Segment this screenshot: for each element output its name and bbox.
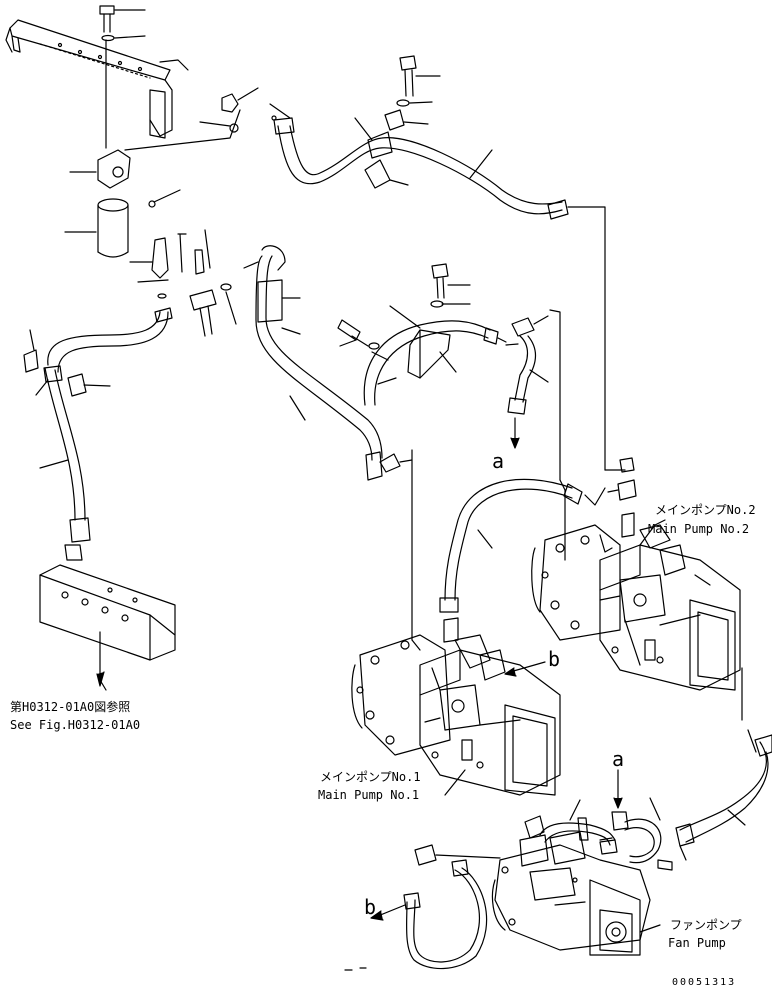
main-pump-1 (352, 635, 560, 795)
hose-left (36, 308, 172, 542)
arrow-a-bottom (614, 770, 622, 808)
drawing-code: 00051313 (672, 977, 737, 988)
connector-b-left: b (364, 895, 377, 919)
fitting (380, 450, 412, 640)
fitting (444, 618, 458, 642)
arrow-b-left (371, 905, 405, 920)
fan-pump-label-en: Fan Pump (668, 936, 726, 950)
bolt (432, 264, 470, 298)
fan-pump (492, 818, 650, 955)
hose-lower-right (676, 730, 772, 860)
tee-fitting (200, 88, 290, 132)
fan-pump-label-jp: ファンポンプ (670, 918, 742, 932)
figure-reference-en: See Fig.H0312-01A0 (10, 718, 141, 732)
bolt (338, 320, 368, 346)
leader-fan-pump (640, 925, 660, 932)
o-ring (149, 201, 155, 207)
hose-top (274, 118, 605, 470)
connector-a-top: a (492, 449, 505, 473)
hydraulic-manifold-block (40, 545, 175, 690)
support-bracket (378, 306, 456, 384)
main-pump-2-label-en: Main Pump No.2 (648, 522, 750, 536)
bolt (100, 6, 145, 32)
filter-element (65, 199, 128, 257)
washer (369, 343, 379, 349)
bolt (190, 290, 216, 336)
main-pump-2 (532, 525, 740, 690)
hose-lower-mid (525, 800, 615, 845)
mounting-bracket (6, 20, 188, 138)
washer (221, 284, 231, 290)
clamp-left (24, 330, 110, 396)
washer (431, 301, 443, 307)
washer (102, 36, 145, 41)
hose-center (244, 246, 382, 480)
leader-main-pump-2 (640, 520, 665, 545)
clamp (355, 110, 428, 188)
leader-main-pump-1 (445, 770, 465, 795)
filter-head (70, 110, 240, 188)
bolt (400, 56, 440, 96)
hose-upper-right (440, 470, 625, 612)
fitting (415, 845, 500, 865)
fitting (608, 458, 636, 537)
main-pump-2-label-jp: メインポンプNo.2 (655, 503, 756, 517)
elbow-fitting (506, 310, 560, 480)
hose-mid (364, 321, 506, 405)
figure-reference-jp: 第H0312-01A0図参照 (10, 700, 131, 714)
main-pump-1-label-jp: メインポンプNo.1 (320, 770, 421, 784)
connector-b-right: b (548, 647, 561, 671)
connector-a-bottom: a (612, 747, 625, 771)
washer (397, 100, 409, 106)
hose-lower-left (404, 860, 487, 969)
hose-a-connect (600, 798, 672, 870)
arrow-b-right (505, 662, 545, 676)
main-pump-1-label-en: Main Pump No.1 (318, 788, 420, 802)
elbow-fitting (130, 230, 210, 298)
arrow-a-top (511, 418, 519, 448)
